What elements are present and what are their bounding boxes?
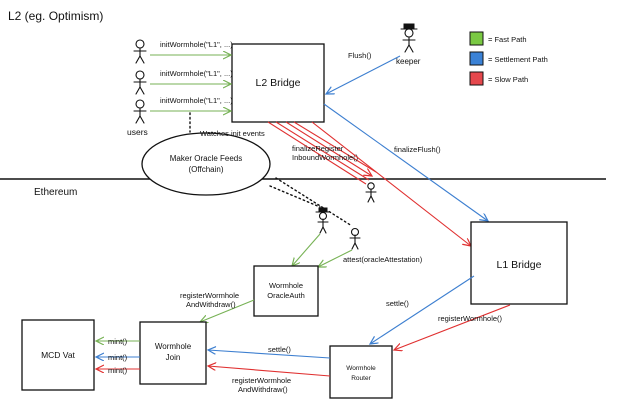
- user-figure: [133, 70, 147, 95]
- user-figure: [133, 39, 147, 64]
- legend-swatch-fast: [469, 31, 484, 46]
- l2-bridge-box: [231, 43, 325, 123]
- wormhole-router-box: [329, 345, 393, 399]
- attest-arrow: [292, 233, 321, 266]
- register-withdraw-bottom-line2: AndWithdraw(): [238, 385, 288, 394]
- register-wormhole-label: registerWormhole(): [438, 314, 503, 323]
- finalize-register-label-line2: InboundWormhole(): [292, 153, 359, 162]
- mcd-vat-box: [21, 319, 95, 391]
- legend-label-fast: = Fast Path: [488, 35, 527, 44]
- users-label: users: [127, 127, 148, 137]
- wormhole-join-box: [139, 321, 207, 385]
- register-wormhole-arrow: [394, 304, 511, 350]
- slow-path-line: [293, 121, 377, 173]
- oracle-attester-figure: [349, 227, 361, 250]
- legend-swatch-settlement: [469, 51, 484, 66]
- users-actor: users: [127, 39, 148, 137]
- finalize-flush-label: finalizeFlush(): [394, 145, 441, 154]
- oracle-auth-label-line1: Wormhole: [269, 281, 303, 290]
- join-label-line2: Join: [166, 353, 181, 362]
- keeper-actor: keeper: [396, 23, 421, 66]
- settle-router-label: settle(): [268, 345, 291, 354]
- oracle-dotted-line: [275, 177, 353, 227]
- slow-path-line: [275, 121, 370, 181]
- keeper-label: keeper: [396, 57, 421, 66]
- flush-label: Flush(): [348, 51, 372, 60]
- l1-bridge-box: [470, 221, 568, 305]
- register-withdraw-top-line1: registerWormhole: [180, 291, 239, 300]
- mint-label: mint(): [108, 353, 128, 362]
- finalize-flush-arrow: [323, 103, 488, 221]
- slow-path-to-l1-arrow: [311, 121, 471, 246]
- oracle-attester-figure: [315, 207, 331, 234]
- register-withdraw-red-arrow: [208, 366, 331, 377]
- join-label-line1: Wormhole: [155, 342, 192, 351]
- mint-label: mint(): [108, 337, 128, 346]
- oracle-feeds-title: Maker Oracle Feeds: [170, 154, 242, 163]
- router-label-line1: Wormhole: [346, 365, 376, 372]
- legend-swatch-slow: [469, 71, 484, 86]
- init-wormhole-label: initWormhole("L1", ...): [160, 40, 233, 49]
- l2-title: L2 (eg. Optimism): [8, 9, 103, 23]
- settle-router-arrow: [208, 350, 331, 359]
- legend-label-settlement: = Settlement Path: [488, 55, 548, 64]
- finalize-register-label-line1: finalizeRegister: [292, 144, 344, 153]
- attest-label: attest(oracleAttestation): [343, 255, 423, 264]
- legend-label-slow: = Slow Path: [488, 75, 528, 84]
- legend: = Fast Path = Settlement Path = Slow Pat…: [469, 31, 548, 86]
- init-wormhole-label: initWormhole("L1", ...): [160, 96, 233, 105]
- mcd-vat-label: MCD Vat: [41, 350, 75, 360]
- slow-path-line: [267, 121, 367, 185]
- mint-label: mint(): [108, 366, 128, 375]
- wormhole-oracle-auth-box: [253, 265, 319, 317]
- finalize-register-arrow: [285, 121, 372, 176]
- router-label-line2: Router: [351, 375, 371, 382]
- relayer-figure: [365, 182, 377, 203]
- l1-bridge-label: L1 Bridge: [497, 259, 542, 271]
- maker-oracle-feeds-ellipse: [141, 132, 271, 196]
- settle-l1-arrow: [370, 275, 475, 344]
- user-figure: [133, 99, 147, 124]
- register-withdraw-bottom-line1: registerWormhole: [232, 376, 291, 385]
- register-withdraw-top-line2: AndWithdraw(): [186, 300, 236, 309]
- watches-label: Watches init events: [200, 129, 265, 138]
- ethereum-title: Ethereum: [34, 187, 77, 198]
- oracle-feeds-subtitle: (Offchain): [189, 165, 224, 174]
- attest-arrow: [318, 249, 353, 267]
- register-withdraw-green-arrow: [200, 299, 255, 322]
- flush-arrow: [326, 55, 401, 94]
- init-wormhole-label: initWormhole("L1", ...): [160, 69, 233, 78]
- oracle-dotted-line: [269, 185, 321, 208]
- settle-l1-label: settle(): [386, 299, 409, 308]
- l2-bridge-label: L2 Bridge: [256, 77, 301, 89]
- oracle-auth-label-line2: OracleAuth: [267, 291, 305, 300]
